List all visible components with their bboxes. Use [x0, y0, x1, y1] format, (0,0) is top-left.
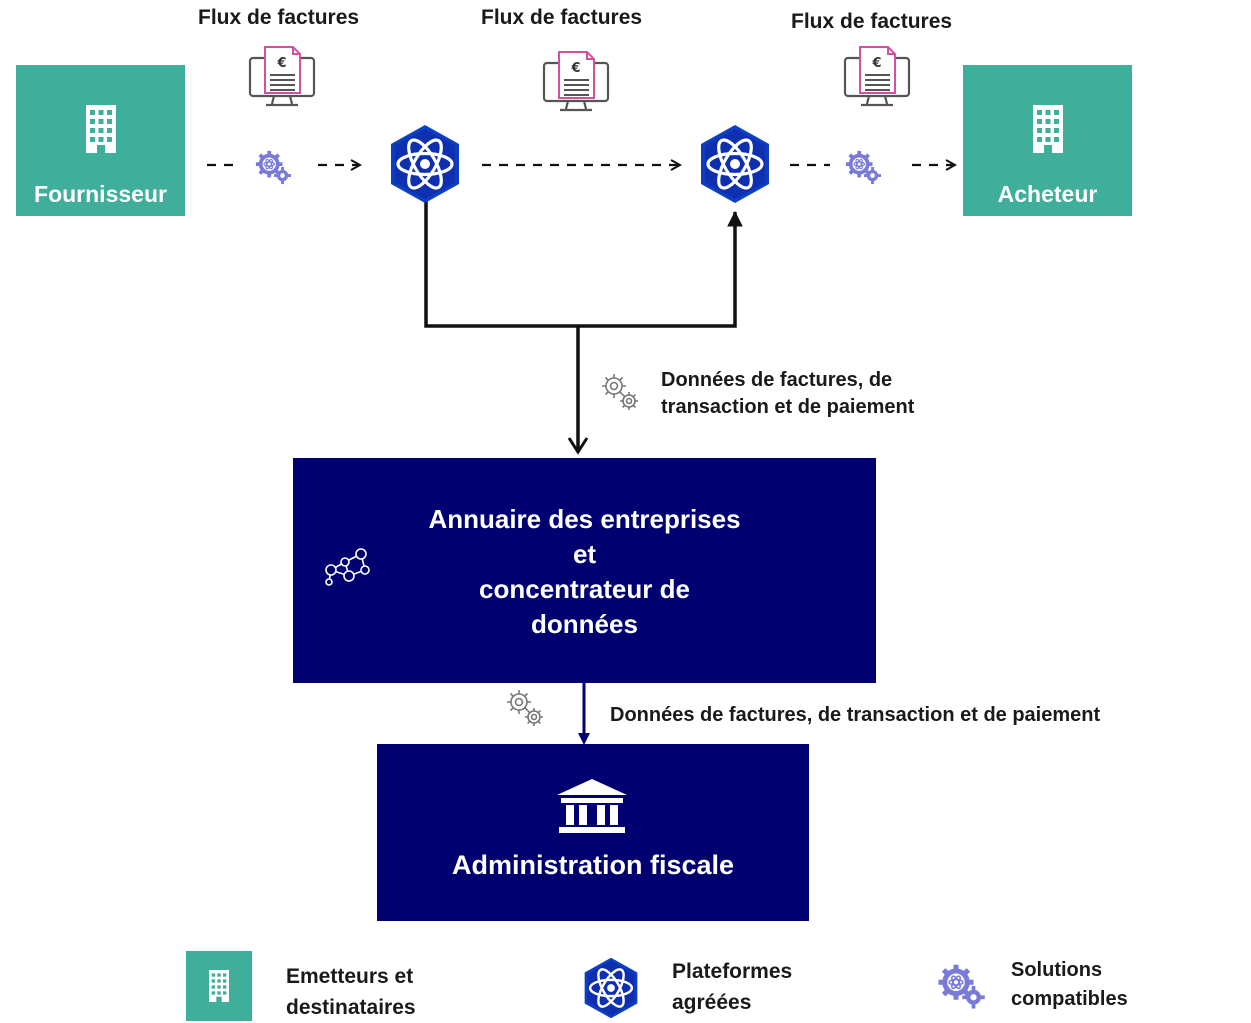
buyer-box: Acheteur	[963, 65, 1132, 216]
directory-title: Annuaire des entreprises et concentrateu…	[393, 502, 776, 642]
gears-icon	[598, 370, 642, 414]
tax-admin-box: Administration fiscale	[377, 744, 809, 921]
data-flow-label-line: Données de factures, de	[661, 369, 893, 391]
bank-icon	[555, 777, 629, 835]
supplier-box: Fournisseur	[16, 65, 185, 216]
flow-label-1: Flux de factures	[198, 6, 360, 29]
solution-gear-icon	[254, 148, 292, 186]
platform-atom-icon	[695, 124, 775, 204]
legend-line: Plateformes	[672, 960, 793, 983]
directory-title-line: et	[572, 539, 597, 569]
legend-issuers-label: Emetteurs et destinataires	[286, 961, 416, 1023]
legend-line: agréées	[672, 991, 752, 1014]
legend-issuers-swatch	[186, 951, 252, 1021]
legend-solutions-label: Solutions compatibles	[1011, 956, 1128, 1014]
solution-gear-icon	[934, 961, 988, 1011]
solution-gear-icon	[844, 148, 882, 186]
supplier-label: Fournisseur	[34, 181, 167, 207]
gears-icon	[503, 686, 547, 730]
directory-box: Annuaire des entreprises et concentrateu…	[293, 458, 876, 683]
flow-label-2: Flux de factures	[481, 6, 643, 29]
platform-atom-icon	[580, 956, 642, 1020]
platform-atom-icon	[385, 124, 465, 204]
legend-line: compatibles	[1011, 988, 1128, 1010]
buyer-label: Acheteur	[997, 181, 1098, 207]
legend-line: Emetteurs et	[286, 965, 414, 988]
tax-admin-label: Administration fiscale	[451, 850, 735, 880]
network-icon	[321, 544, 375, 588]
directory-title-line: données	[531, 609, 638, 639]
data-flow-label-tax: Données de factures, de transaction et d…	[610, 704, 1101, 726]
directory-title-line: Annuaire des entreprises	[428, 504, 741, 534]
solid-connector-platforms	[424, 200, 737, 328]
directory-title-line: concentrateur de	[479, 574, 690, 604]
data-flow-label-line: transaction et de paiement	[661, 396, 915, 418]
legend-line: Solutions	[1011, 959, 1103, 981]
legend-line: destinataires	[286, 996, 416, 1019]
legend-platforms-label: Plateformes agréées	[672, 956, 792, 1018]
building-icon	[209, 970, 229, 1002]
flow-label-3: Flux de factures	[791, 10, 953, 33]
data-flow-label-directory: Données de factures, de transaction et d…	[661, 367, 914, 421]
